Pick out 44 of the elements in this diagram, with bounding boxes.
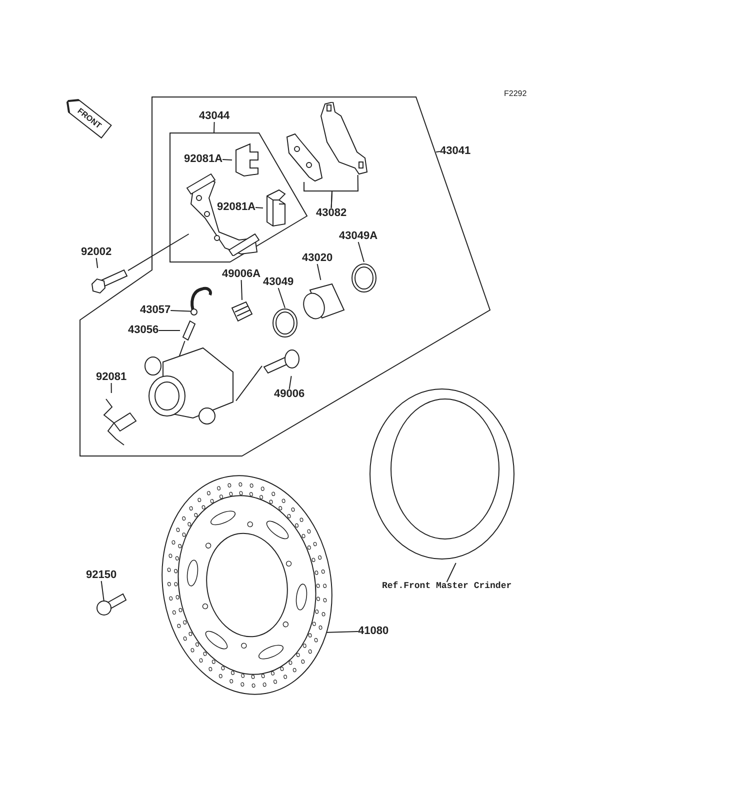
leader-line — [240, 280, 242, 300]
part-number: 49006A — [222, 269, 261, 280]
leader-line — [330, 174, 358, 208]
leader-line — [214, 122, 215, 134]
leader-line — [178, 340, 186, 357]
part-number: 43056 — [128, 325, 159, 336]
seal-ring-drawing — [350, 262, 378, 294]
leader-line — [288, 376, 292, 390]
part-number: 43049A — [339, 231, 378, 242]
part-number: 92150 — [86, 570, 117, 581]
slide-pin-drawing — [262, 347, 301, 376]
figure-code: F2292 — [504, 90, 527, 98]
part-number: 43049 — [263, 277, 294, 288]
leader-line — [316, 264, 322, 280]
part-number: 43041 — [440, 146, 471, 157]
reference-note: Ref.Front Master Crinder — [382, 582, 512, 591]
part-number: 43057 — [140, 305, 171, 316]
part-number: 43082 — [316, 208, 347, 219]
part-number: 92081 — [96, 372, 127, 383]
part-number: 49006 — [274, 389, 305, 400]
part-number: 43044 — [199, 111, 230, 122]
leader-line — [96, 258, 98, 268]
leader-line — [222, 159, 232, 160]
leader-line — [110, 382, 112, 394]
boot-drawing — [230, 300, 254, 323]
seal-ring-drawing — [271, 308, 299, 339]
hose-clamp-drawing — [188, 285, 214, 316]
leader-line — [255, 207, 264, 208]
leader-line — [128, 234, 190, 272]
leader-line — [236, 365, 262, 402]
bolt-drawing — [90, 268, 128, 294]
part-number: 92002 — [81, 247, 112, 258]
bleeder-valve-drawing — [180, 320, 196, 341]
leader-line — [100, 580, 104, 602]
leader-line — [446, 562, 456, 582]
leader-line — [158, 330, 180, 331]
leader-line — [278, 288, 286, 308]
part-number: 92081A — [184, 154, 223, 165]
brake-pad-drawing — [285, 133, 323, 182]
part-number: 92081A — [217, 202, 256, 213]
part-number: 43020 — [302, 253, 333, 264]
leader-line — [358, 242, 364, 262]
leader-line — [436, 151, 440, 152]
part-number: 41080 — [358, 626, 389, 637]
